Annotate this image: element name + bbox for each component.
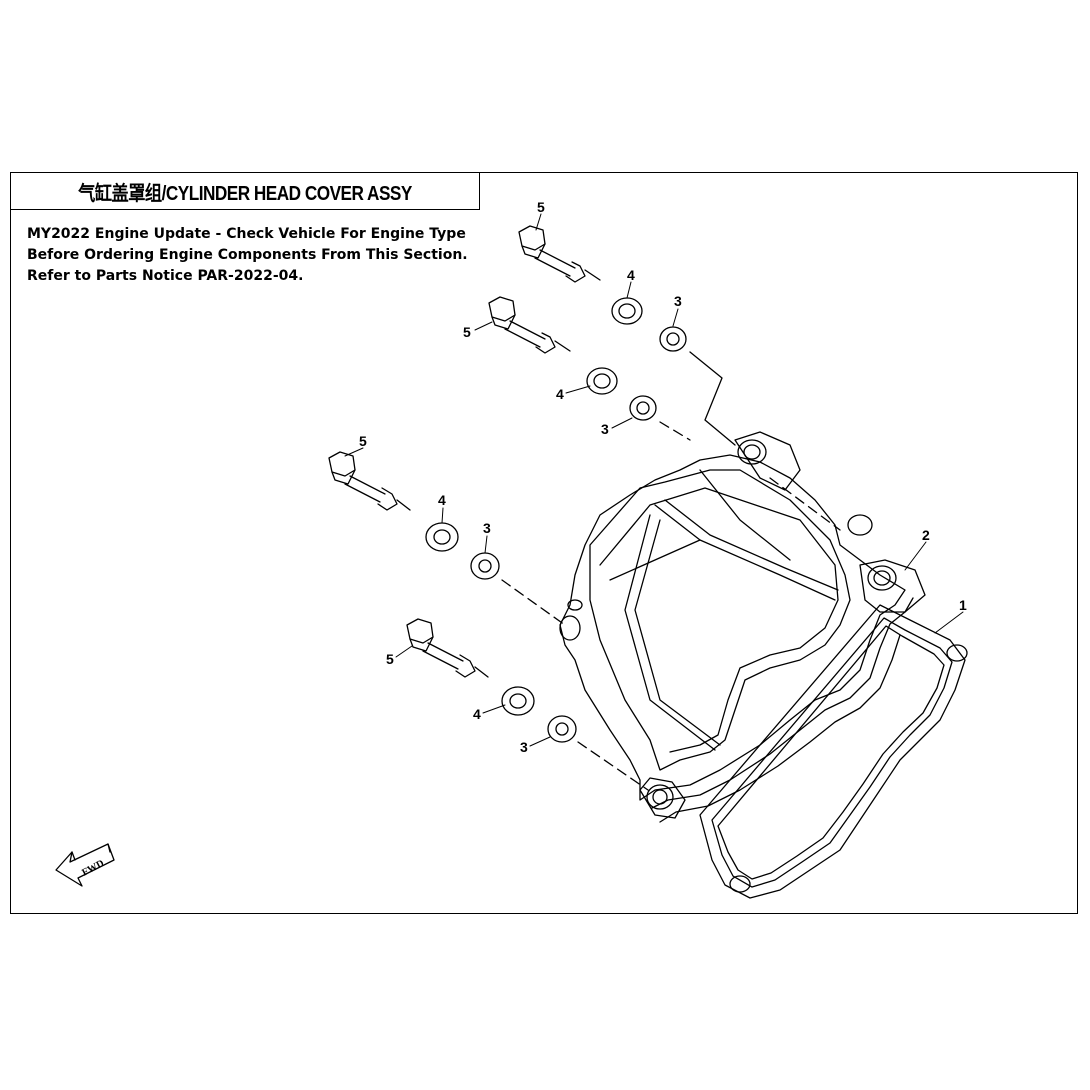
callout-4: 4 [556,386,564,402]
callout-4: 4 [473,706,481,722]
notice-line-1: MY2022 Engine Update - Check Vehicle For… [27,226,466,242]
diagram-frame [10,172,1078,914]
bolt-set-3 [328,451,566,626]
callout-3: 3 [520,739,528,755]
callout-5: 5 [463,324,471,340]
callout-2: 2 [922,527,930,543]
notice-line-3: Refer to Parts Notice PAR-2022-04. [27,268,304,284]
gasket-part-1 [699,604,968,899]
callout-4: 4 [438,492,446,508]
engine-notice: MY2022 Engine Update - Check Vehicle For… [27,224,468,287]
fwd-label: FWD [80,858,106,879]
callout-4: 4 [627,267,635,283]
head-cover-part-2 [559,431,926,823]
bolt-set-4 [406,618,649,791]
fwd-arrow-icon [55,843,115,887]
notice-line-2: Before Ordering Engine Components From T… [27,247,468,263]
callout-5: 5 [359,433,367,449]
callout-3: 3 [483,520,491,536]
callout-3: 3 [601,421,609,437]
bolt-set-1 [518,225,736,446]
leader-lines [344,213,964,747]
title-box: 气缸盖罩组/CYLINDER HEAD COVER ASSY [10,172,480,210]
callout-5: 5 [537,199,545,215]
bolt-set-2 [488,296,841,531]
callout-3: 3 [674,293,682,309]
page-title: 气缸盖罩组/CYLINDER HEAD COVER ASSY [78,182,412,205]
callout-5: 5 [386,651,394,667]
callout-1: 1 [959,597,967,613]
